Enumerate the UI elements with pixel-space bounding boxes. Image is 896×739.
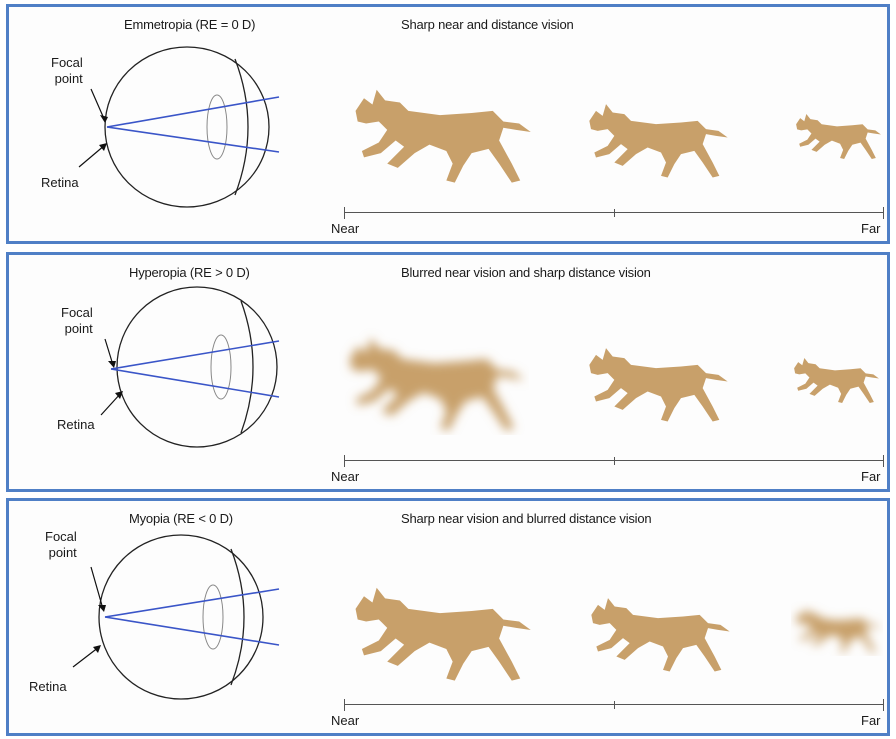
focal-point-label: Focal point xyxy=(45,529,77,561)
dog-far xyxy=(791,107,883,162)
distance-scale xyxy=(344,460,884,473)
dog-middle xyxy=(583,589,733,674)
dog-middle xyxy=(581,95,731,180)
near-label: Near xyxy=(331,469,359,484)
eye-diagram xyxy=(9,7,309,247)
condition-title: Emmetropia (RE = 0 D) xyxy=(124,17,255,32)
near-label: Near xyxy=(331,221,359,236)
vision-description: Sharp near and distance vision xyxy=(401,17,574,32)
retina-label: Retina xyxy=(57,417,95,433)
panel-myopia: Focal point Retina Myopia (RE < 0 D) Sha… xyxy=(6,498,890,736)
dog-far xyxy=(789,351,881,406)
focal-point-label: Focal point xyxy=(61,305,93,337)
focal-point-label: Focal point xyxy=(51,55,83,87)
eye-diagram xyxy=(9,255,309,495)
dog-near xyxy=(345,77,535,187)
far-label: Far xyxy=(861,713,881,728)
far-label: Far xyxy=(861,469,881,484)
vision-description: Sharp near vision and blurred distance v… xyxy=(401,511,651,526)
dog-far xyxy=(791,601,883,656)
panel-hyperopia: Focal point Retina Hyperopia (RE > 0 D) … xyxy=(6,252,890,492)
vision-description: Blurred near vision and sharp distance v… xyxy=(401,265,651,280)
condition-title: Myopia (RE < 0 D) xyxy=(129,511,233,526)
near-label: Near xyxy=(331,713,359,728)
retina-label: Retina xyxy=(29,679,67,695)
dog-near xyxy=(339,325,529,435)
dog-middle xyxy=(581,339,731,424)
distance-scale xyxy=(344,212,884,225)
retina-label: Retina xyxy=(41,175,79,191)
distance-scale xyxy=(344,704,884,717)
condition-title: Hyperopia (RE > 0 D) xyxy=(129,265,250,280)
panel-emmetropia: Focal point Retina Emmetropia (RE = 0 D)… xyxy=(6,4,890,244)
far-label: Far xyxy=(861,221,881,236)
dog-near xyxy=(345,575,535,685)
